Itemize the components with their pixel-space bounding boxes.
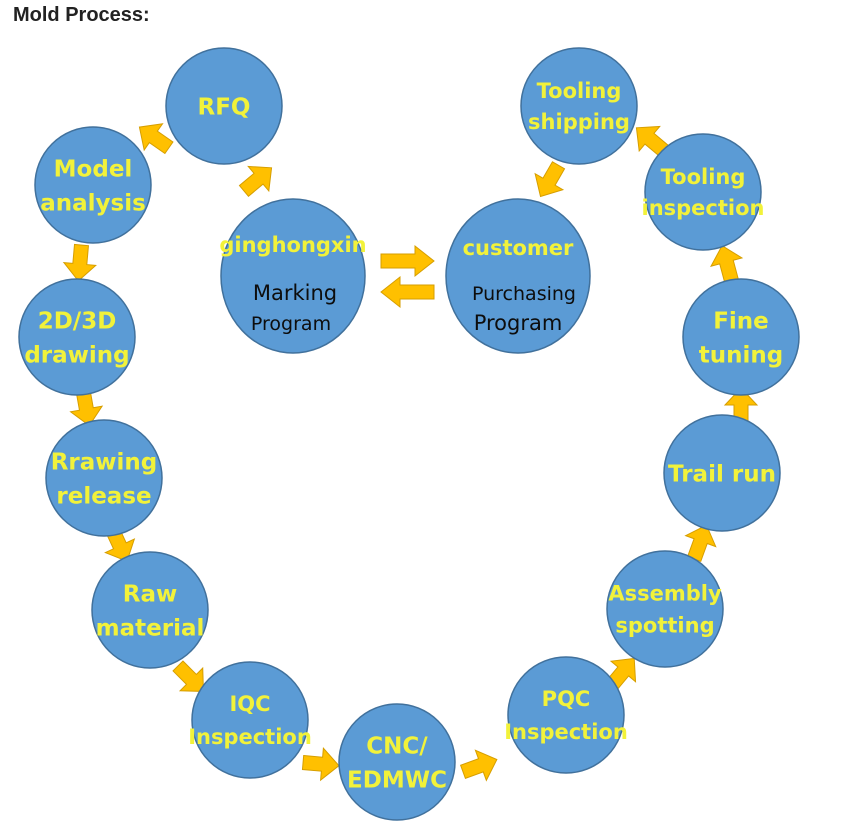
center-left-line1: ginghongxin — [219, 233, 366, 257]
flow-arrow-icon — [238, 165, 273, 197]
flow-arrow-icon — [459, 749, 498, 782]
process-node-label: IQC — [229, 692, 270, 716]
center-node-circle — [220, 198, 366, 354]
process-node-label: drawing — [24, 342, 129, 368]
flow-arrows — [62, 123, 759, 782]
process-node-circle — [520, 47, 638, 165]
process-node-circle — [34, 126, 152, 244]
process-node-tooling-shipping: Tooling shipping — [520, 47, 638, 165]
process-node-label: material — [96, 615, 205, 641]
flow-arrow-icon — [635, 125, 670, 157]
process-node-label: Fine — [713, 308, 769, 334]
process-node-label: inspection — [642, 196, 765, 220]
process-node-label: Inspection — [504, 720, 628, 744]
flow-arrow-icon — [172, 660, 204, 692]
process-node-label: EDMWC — [347, 767, 447, 793]
process-node-circle — [165, 47, 283, 165]
process-node-raw-material: Raw material — [91, 551, 209, 669]
center-right-line3: Program — [474, 311, 563, 335]
process-node-label: shipping — [528, 110, 630, 134]
arrow-left-icon — [380, 275, 435, 309]
flow-arrow-icon — [62, 243, 97, 282]
process-node-assembly-spotting: Assembly spotting — [606, 550, 724, 668]
center-node-ginghongxin: ginghongxin Marking Program — [219, 198, 367, 354]
flow-arrow-icon — [684, 524, 717, 563]
center-left-line2: Marking — [253, 281, 337, 305]
center-right-line2: Purchasing — [472, 283, 576, 305]
process-node-label: Tooling — [537, 79, 622, 103]
center-node-circle — [445, 198, 591, 354]
process-node-tooling-inspection: Tooling inspection — [642, 133, 765, 251]
process-node-cnc-edmwc: CNC/EDMWC — [338, 703, 456, 821]
process-node-circle — [91, 551, 209, 669]
process-node-label: Trail run — [668, 461, 776, 487]
flow-arrow-icon — [301, 747, 340, 782]
center-left-line3: Program — [251, 313, 331, 335]
flow-arrow-icon — [534, 161, 566, 198]
process-node-label: CNC/ — [366, 733, 428, 759]
process-node-pqc-inspection: PQC Inspection — [504, 656, 628, 774]
flow-arrow-icon — [138, 123, 174, 155]
flow-arrow-icon — [710, 244, 744, 283]
process-node-label: PQC — [542, 687, 591, 711]
page-title: Mold Process: — [13, 4, 150, 26]
process-node-circle — [18, 278, 136, 396]
process-node-fine-tuning: Fine tuning — [682, 278, 800, 396]
process-node-model-analysis: Model analysis — [34, 126, 152, 244]
process-node-circle — [191, 661, 309, 779]
process-node-circle — [606, 550, 724, 668]
process-node-label: Raw — [123, 581, 177, 607]
process-node-circle — [644, 133, 762, 251]
process-node-label: Model — [54, 156, 133, 182]
process-node-label: tuning — [699, 342, 783, 368]
process-node-trail-run: Trail run — [663, 414, 781, 532]
process-node-label: Tooling — [661, 165, 746, 189]
process-node-label: Inspection — [188, 725, 312, 749]
process-node-circle — [663, 414, 781, 532]
process-node-2d3d-drawing: 2D/3D drawing — [18, 278, 136, 396]
process-node-label: spotting — [615, 614, 714, 638]
process-node-label: Rrawing — [51, 449, 158, 475]
arrow-right-icon — [380, 244, 435, 278]
process-node-circle — [507, 656, 625, 774]
center-right-line1: customer — [463, 236, 574, 260]
process-node-circle — [682, 278, 800, 396]
process-node-circle — [338, 703, 456, 821]
process-node-label: 2D/3D — [38, 308, 117, 334]
process-node-rrawing-release: Rrawing release — [45, 419, 163, 537]
process-node-label: RFQ — [198, 94, 251, 120]
process-node-iqc-inspection: IQC Inspection — [188, 661, 312, 779]
process-node-rfq: RFQ — [165, 47, 283, 165]
center-node-customer: customer Purchasing Program — [445, 198, 591, 354]
process-node-label: release — [56, 483, 151, 509]
process-node-circle — [45, 419, 163, 537]
process-node-label: Assembly — [608, 582, 722, 606]
process-node-label: analysis — [40, 190, 146, 216]
